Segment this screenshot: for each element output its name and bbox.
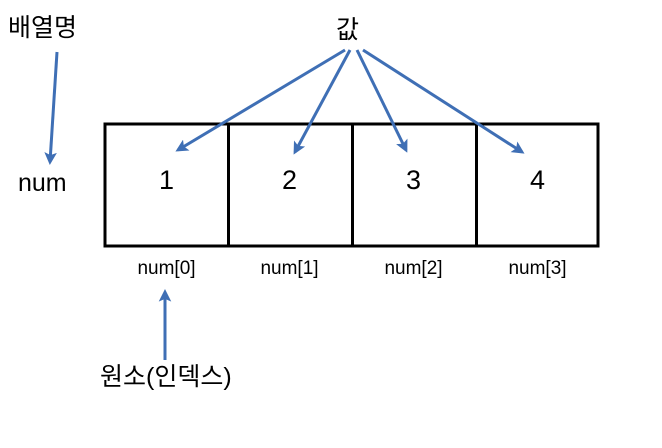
variable-name-label: num: [18, 169, 67, 197]
element-index-label: 원소(인덱스): [100, 363, 232, 391]
array-box: [103, 122, 600, 248]
array-index-label-2: num[2]: [384, 258, 443, 279]
array-index-label-0: num[0]: [137, 258, 196, 279]
arrow-value-to-cell-2: [355, 49, 408, 153]
array-name-label: 배열명: [8, 14, 78, 42]
arrow-array-name-to-num: [44, 51, 59, 165]
array-cell-value-1: 2: [281, 165, 298, 195]
value-label: 값: [336, 16, 360, 44]
arrow-value-to-cell-1: [293, 49, 352, 155]
array-cell-value-3: 4: [529, 165, 546, 195]
array-index-label-1: num[1]: [260, 258, 319, 279]
array-index-label-3: num[3]: [508, 258, 567, 279]
array-cell-value-0: 1: [158, 165, 175, 195]
array-cell-value-2: 3: [405, 165, 422, 195]
arrow-value-to-cell-0: [175, 48, 346, 152]
arrow-value-to-cell-3: [362, 48, 525, 154]
